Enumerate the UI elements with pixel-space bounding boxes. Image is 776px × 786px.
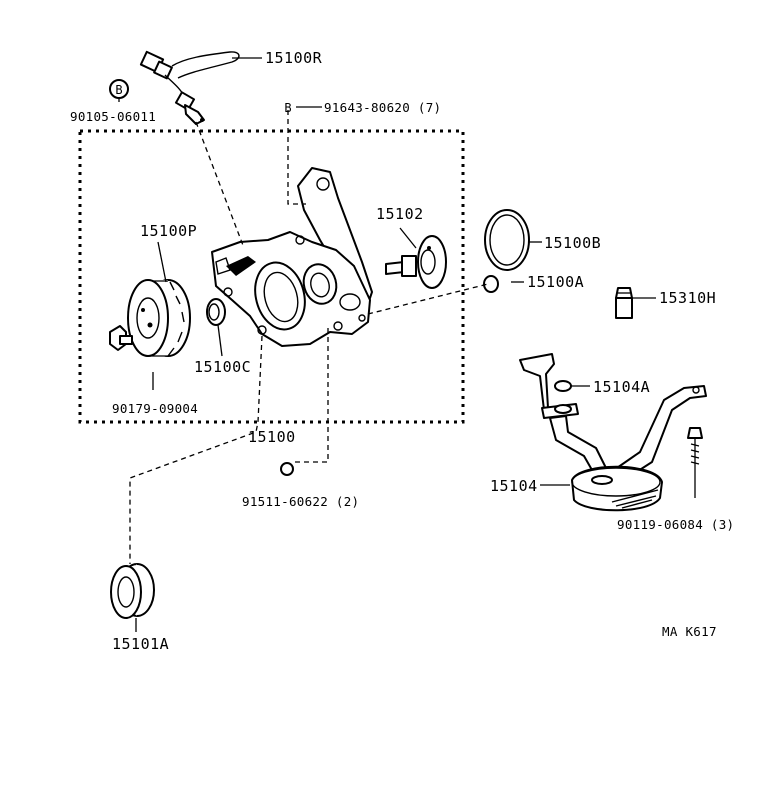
label-15102: 15102 bbox=[376, 205, 424, 223]
assembly-frame bbox=[78, 129, 465, 424]
figure-code: MA K617 bbox=[662, 624, 717, 639]
relief-valve-15310h bbox=[615, 287, 633, 319]
label-15100a: 15100A bbox=[527, 273, 584, 291]
bolt-marker-label: B bbox=[284, 101, 291, 115]
plug-15100a bbox=[483, 275, 499, 293]
label-15101a: 15101A bbox=[112, 635, 169, 653]
bolt-marker-label: B bbox=[115, 83, 122, 97]
strainer-mesh bbox=[611, 489, 659, 509]
pump-rotor-15100p bbox=[127, 279, 191, 357]
bolt-91511-shape bbox=[280, 462, 294, 476]
label-15100: 15100 bbox=[248, 428, 296, 446]
label-15104: 15104 bbox=[490, 477, 538, 495]
label-91643-80620: 91643-80620 (7) bbox=[324, 100, 441, 115]
label-90105-06011: 90105-06011 bbox=[70, 109, 156, 124]
bolt-90119-shape bbox=[687, 427, 703, 498]
plug-bolt-90179 bbox=[109, 325, 133, 351]
label-15100c: 15100C bbox=[194, 358, 251, 376]
seal-15101a bbox=[110, 563, 155, 619]
bolt-marker-sensor: B bbox=[109, 79, 129, 99]
oil-strainer-15104 bbox=[519, 353, 707, 512]
label-90119-06084: 90119-06084 (3) bbox=[617, 517, 734, 532]
seal-15100c bbox=[206, 298, 226, 326]
label-91511-60622: 91511-60622 (2) bbox=[242, 494, 359, 509]
drive-gear-15102 bbox=[385, 235, 447, 289]
label-15100p: 15100P bbox=[140, 222, 197, 240]
oil-pump-body-15100 bbox=[211, 167, 373, 347]
leader-lines bbox=[118, 57, 656, 632]
label-15310h: 15310H bbox=[659, 289, 716, 307]
label-15104a: 15104A bbox=[593, 378, 650, 396]
bolt-marker-body: B bbox=[284, 101, 291, 115]
label-90179-09004: 90179-09004 bbox=[112, 401, 198, 416]
crank-sensor-15100r bbox=[139, 50, 240, 125]
assembly-dashed-lines bbox=[129, 110, 489, 564]
label-15100b: 15100B bbox=[544, 234, 601, 252]
oring-15100b bbox=[484, 209, 530, 271]
label-15100r: 15100R bbox=[265, 49, 323, 67]
